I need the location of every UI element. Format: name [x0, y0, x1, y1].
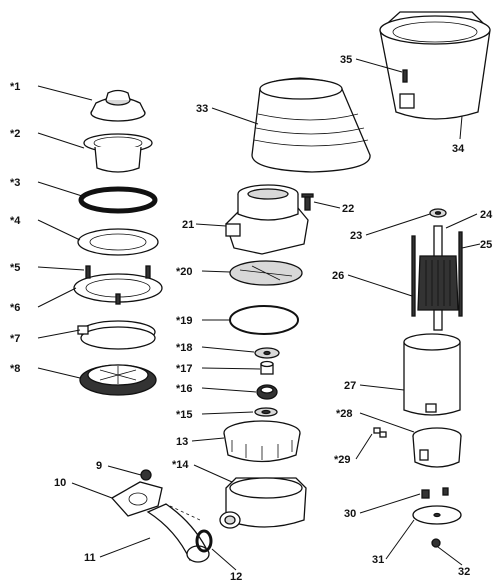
label-21: 21	[182, 219, 194, 231]
label-2: *2	[10, 128, 20, 140]
part-22-screw	[301, 193, 314, 211]
part-31-bottom-plate	[412, 505, 462, 525]
label-28: *28	[336, 408, 353, 420]
part-17-bushing	[260, 360, 274, 375]
part-35-screw	[402, 69, 408, 83]
part-14-lower-housing	[219, 477, 307, 529]
part-10-flange	[110, 481, 163, 517]
part-8-splash-guard	[79, 364, 157, 396]
part-13-grind-ring	[223, 420, 301, 463]
leader-lines	[37, 58, 481, 571]
label-24: 24	[480, 209, 493, 221]
label-17: *17	[176, 363, 193, 375]
part-9-bolt	[140, 469, 152, 481]
part-19-o-ring	[229, 305, 299, 335]
label-29: *29	[334, 454, 351, 466]
part-21-upper-housing	[225, 184, 309, 255]
part-29-spacers	[373, 427, 387, 438]
label-9: 9	[96, 460, 102, 472]
label-14: *14	[172, 459, 189, 471]
label-34: 34	[452, 143, 465, 155]
part-25-through-bolts	[411, 231, 463, 317]
label-13: 13	[176, 436, 188, 448]
part-30-nuts	[421, 487, 449, 499]
label-30: 30	[344, 508, 356, 520]
label-23: 23	[350, 230, 362, 242]
label-20: *20	[176, 266, 193, 278]
label-15: *15	[176, 409, 193, 421]
part-6-mounting-ring	[73, 265, 163, 305]
label-1: *1	[10, 81, 20, 93]
part-28-end-bell	[412, 427, 462, 468]
label-33: 33	[196, 103, 208, 115]
label-5: *5	[10, 262, 20, 274]
part-4-backup-ring	[77, 228, 159, 256]
label-4: *4	[10, 215, 21, 227]
label-19: *19	[176, 315, 193, 327]
label-3: *3	[10, 177, 20, 189]
part-1-stopper	[90, 89, 146, 122]
label-26: 26	[332, 270, 344, 282]
label-18: *18	[176, 342, 193, 354]
part-34-hopper	[379, 11, 491, 120]
part-16-bearing	[256, 384, 278, 400]
part-7-clamp	[77, 320, 156, 350]
part-26-rotor	[417, 225, 459, 331]
label-6: *6	[10, 302, 20, 314]
label-7: *7	[10, 333, 20, 345]
part-23-washer	[429, 208, 447, 218]
part-33-sound-shield	[251, 77, 371, 173]
label-16: *16	[176, 383, 193, 395]
label-35: 35	[340, 54, 352, 66]
label-12: 12	[230, 571, 242, 583]
part-15-seal	[254, 407, 278, 417]
part-2-sink-flange	[83, 133, 153, 173]
label-11: 11	[84, 552, 96, 564]
part-18-washer	[254, 347, 280, 359]
part-20-stationary-plate	[229, 260, 303, 286]
label-22: 22	[342, 203, 354, 215]
part-3-gasket	[78, 186, 158, 214]
label-8: *8	[10, 363, 20, 375]
part-27-motor-shell	[403, 333, 461, 416]
part-12-gasket	[195, 529, 213, 553]
part-32-nut	[431, 538, 441, 548]
label-31: 31	[372, 554, 384, 566]
label-32: 32	[458, 566, 470, 578]
label-10: 10	[54, 477, 66, 489]
label-27: 27	[344, 380, 356, 392]
label-25: 25	[480, 239, 492, 251]
